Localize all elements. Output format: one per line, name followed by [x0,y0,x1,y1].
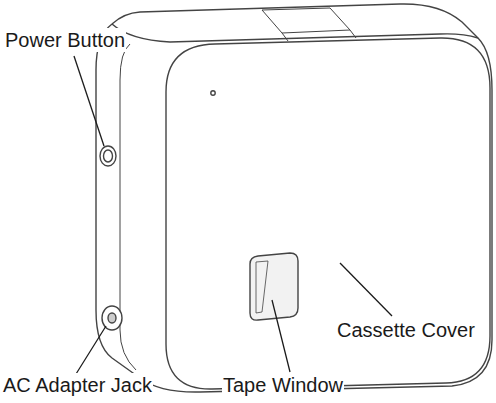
leader-line [76,326,106,374]
part-label: Power Button [4,28,126,52]
part-label: Tape Window [222,373,344,397]
leader-line [74,56,104,146]
printer-body [96,4,492,392]
part-label: Cassette Cover [336,318,476,342]
indicator-dot [211,91,215,95]
lid-slot [262,8,350,33]
ac-adapter-jack-hole [108,313,116,323]
power-button [100,146,116,166]
cassette-cover [166,38,490,389]
part-label: AC Adapter Jack [2,373,153,397]
lid-slot-line [282,30,356,41]
power-button-inner [104,150,113,162]
leader-line [340,263,392,316]
leader-line [272,300,290,372]
tape-window-inner [256,261,268,313]
